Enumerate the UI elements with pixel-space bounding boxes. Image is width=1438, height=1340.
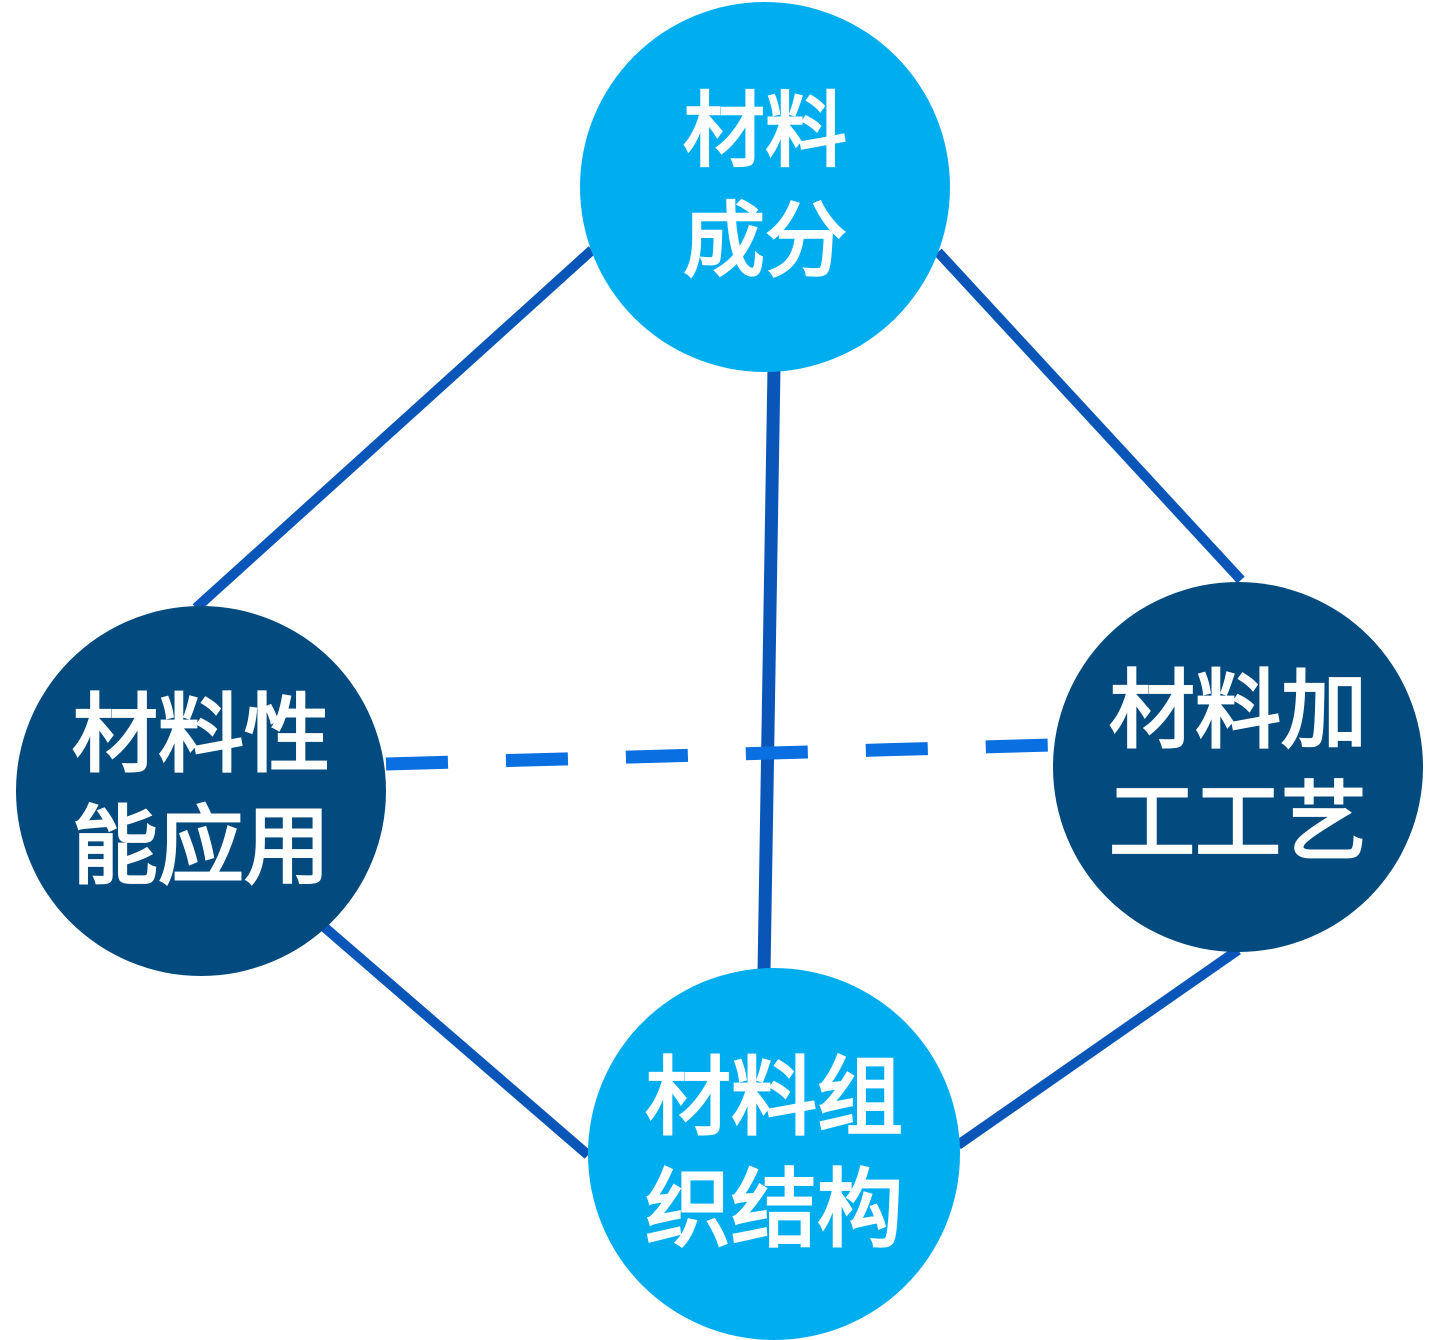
- edge-composition-structure: [757, 367, 781, 973]
- node-label-line-2: 成分: [682, 194, 847, 289]
- node-label-line-1: 材料加: [1109, 661, 1367, 761]
- edge-composition-processing: [934, 248, 1245, 584]
- node-label-line-2: 能应用: [72, 797, 330, 897]
- node-label-line-2: 织结构: [645, 1160, 903, 1260]
- edge-composition-performance: [192, 246, 596, 612]
- node-label-line-1: 材料: [682, 84, 847, 179]
- node-material-processing: 材料加 工工艺: [1053, 582, 1423, 952]
- edge-performance-structure: [319, 922, 592, 1159]
- node-label-line-1: 材料组: [645, 1048, 903, 1148]
- node-label-line-2: 工工艺: [1109, 773, 1367, 873]
- node-material-performance: 材料性 能应用: [16, 606, 386, 976]
- node-material-structure: 材料组 织结构: [588, 968, 960, 1340]
- edge-performance-processing-dashed: [385, 738, 1054, 771]
- node-label-line-1: 材料性: [72, 685, 330, 785]
- edge-processing-structure: [955, 945, 1241, 1150]
- node-material-composition: 材料 成分: [580, 2, 950, 372]
